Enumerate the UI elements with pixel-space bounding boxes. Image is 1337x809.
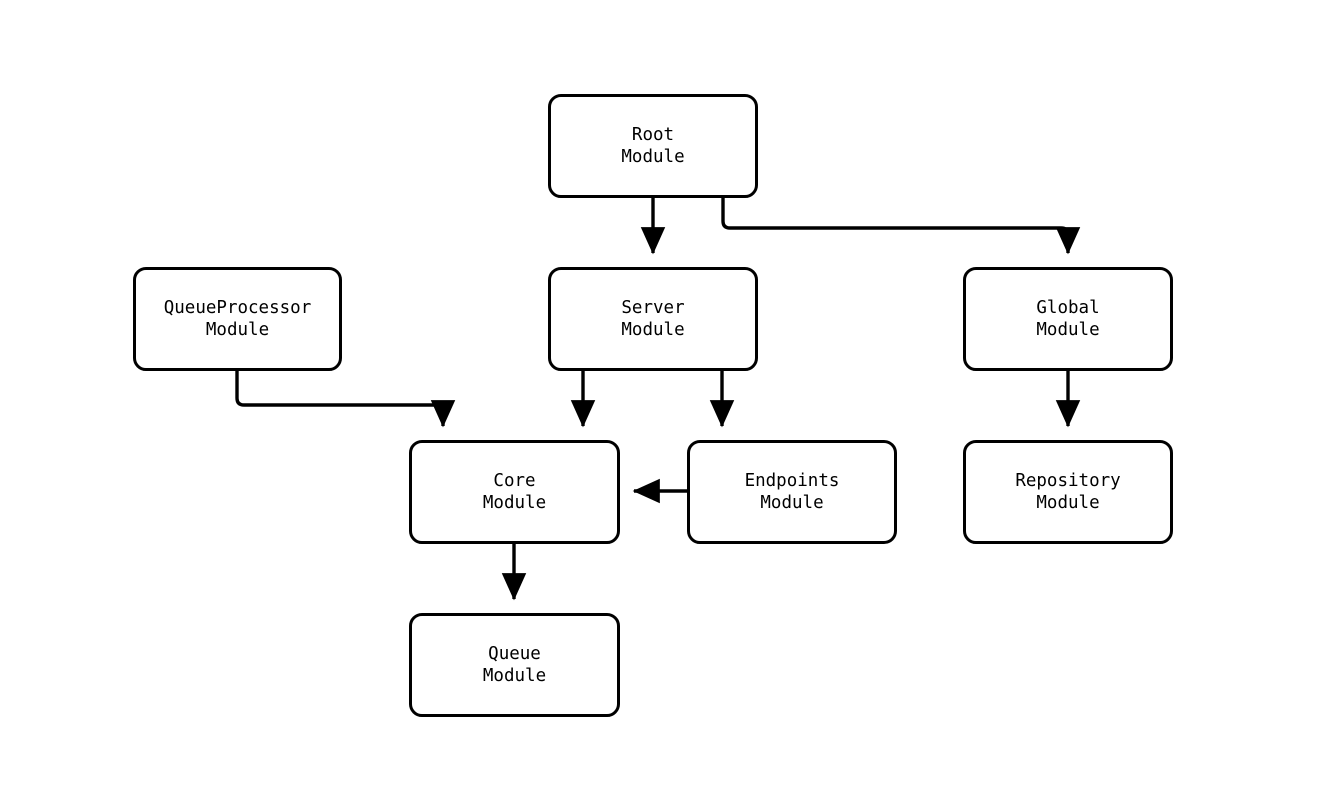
edge-root-global bbox=[721, 198, 1081, 255]
node-label-line1: Server bbox=[621, 298, 685, 318]
node-label-line2: Module bbox=[1036, 493, 1100, 513]
node-label-line2: Module bbox=[1036, 320, 1100, 340]
node-label-line1: Queue bbox=[488, 644, 541, 664]
node-label-line2: Module bbox=[621, 320, 685, 340]
node-label-line1: Global bbox=[1036, 298, 1100, 318]
node-queueprocessor-module[interactable]: QueueProcessor Module bbox=[133, 267, 342, 371]
node-label-line2: Module bbox=[760, 493, 824, 513]
node-label-line1: Endpoints bbox=[744, 471, 840, 491]
node-label-line2: Module bbox=[482, 666, 547, 686]
node-queue-module[interactable]: Queue Module bbox=[409, 613, 620, 717]
node-global-module[interactable]: Global Module bbox=[963, 267, 1173, 371]
node-endpoints-module[interactable]: Endpoints Module bbox=[687, 440, 897, 544]
node-server-module[interactable]: Server Module bbox=[548, 267, 758, 371]
node-core-module[interactable]: Core Module bbox=[409, 440, 620, 544]
node-label-line2: Module bbox=[621, 147, 685, 167]
node-label-line2: Module bbox=[205, 320, 270, 340]
node-label-line1: QueueProcessor bbox=[163, 298, 312, 318]
node-label-line2: Module bbox=[482, 493, 547, 513]
node-label-line1: Core bbox=[493, 471, 536, 491]
edge-queueprocessor-core bbox=[235, 371, 456, 428]
node-label-line1: Repository bbox=[1015, 471, 1121, 491]
node-label-line1: Root bbox=[631, 125, 675, 145]
node-repository-module[interactable]: Repository Module bbox=[963, 440, 1173, 544]
node-root-module[interactable]: Root Module bbox=[548, 94, 758, 198]
